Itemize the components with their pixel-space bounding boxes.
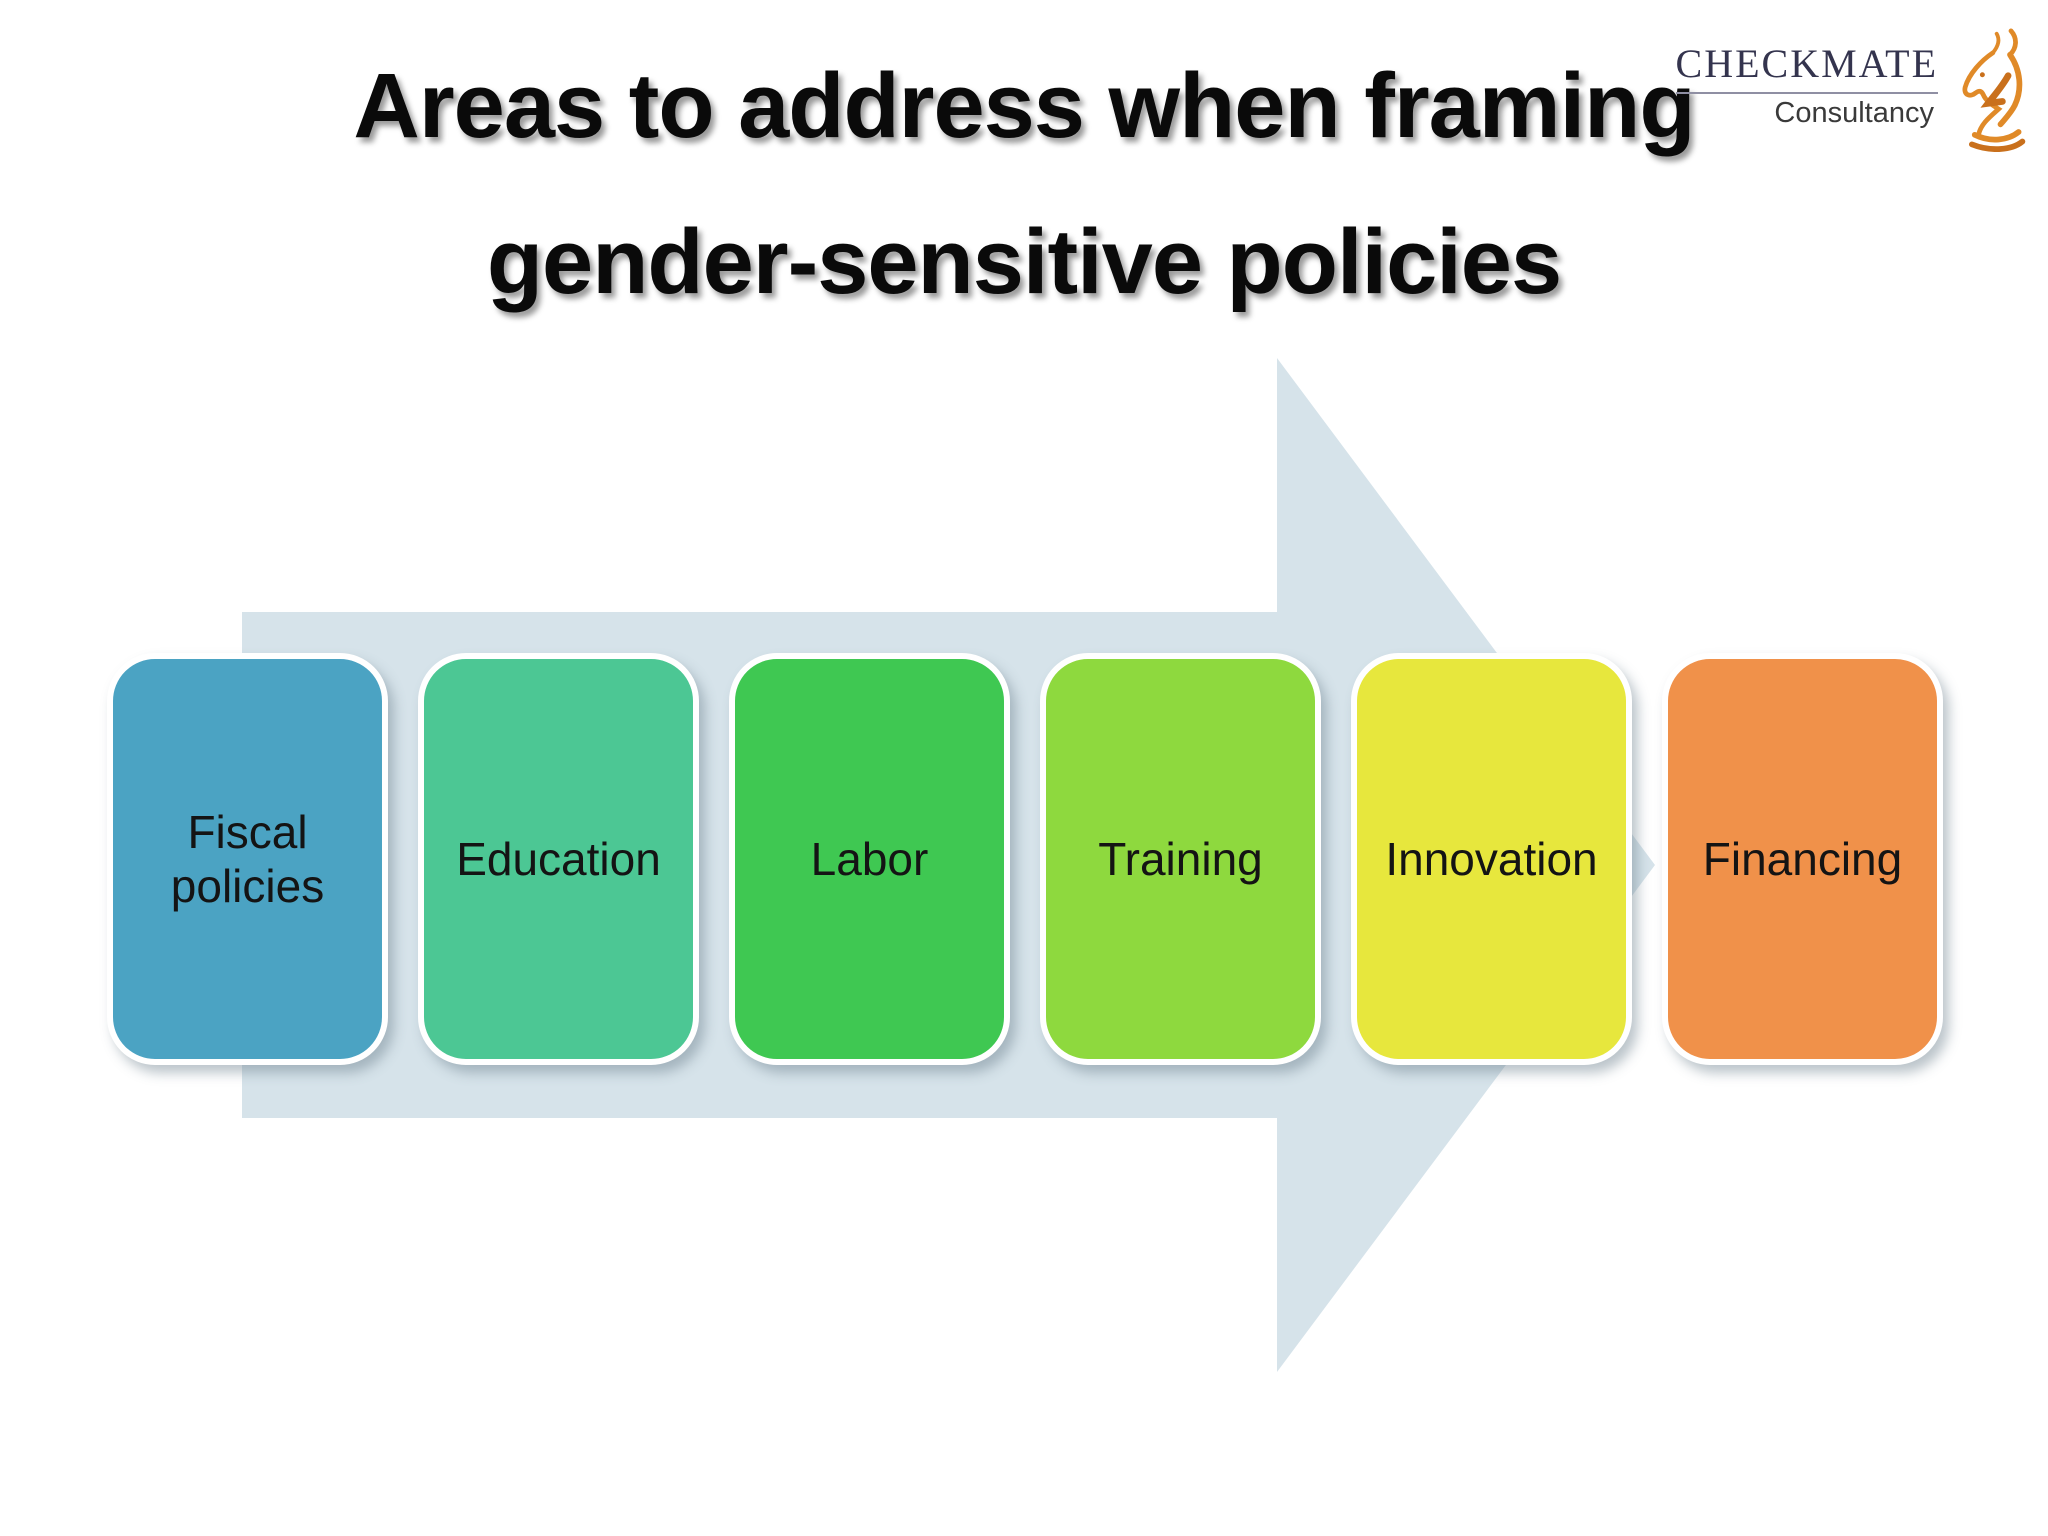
company-logo-text: CHECKMATE Consultancy xyxy=(1675,28,1938,130)
policy-area-box: Fiscal policies xyxy=(107,653,388,1065)
policy-area-label: Innovation xyxy=(1385,832,1598,885)
company-name: CHECKMATE xyxy=(1675,40,1938,94)
policy-area-label: Education xyxy=(456,832,661,885)
policy-area-box: Education xyxy=(418,653,699,1065)
policy-area-label: Financing xyxy=(1702,832,1903,885)
policy-area-label: Labor xyxy=(810,832,929,885)
policy-areas-row: Fiscal policies Education Labor Training… xyxy=(107,653,1943,1065)
chess-knight-icon xyxy=(1962,28,2026,152)
page-title-line-2: gender-sensitive policies xyxy=(486,211,1562,313)
company-subtitle: Consultancy xyxy=(1774,97,1934,129)
policy-area-box: Training xyxy=(1040,653,1321,1065)
page-title: Areas to address when framing gender-sen… xyxy=(0,28,2048,340)
policy-area-label: Fiscal policies xyxy=(170,805,325,912)
policy-area-box: Financing xyxy=(1662,653,1943,1065)
policy-area-box: Labor xyxy=(729,653,1010,1065)
company-logo: CHECKMATE Consultancy xyxy=(1675,28,2034,152)
policy-area-label: Training xyxy=(1098,832,1263,885)
page-title-line-1: Areas to address when framing xyxy=(353,55,1695,157)
policy-area-box: Innovation xyxy=(1351,653,1632,1065)
